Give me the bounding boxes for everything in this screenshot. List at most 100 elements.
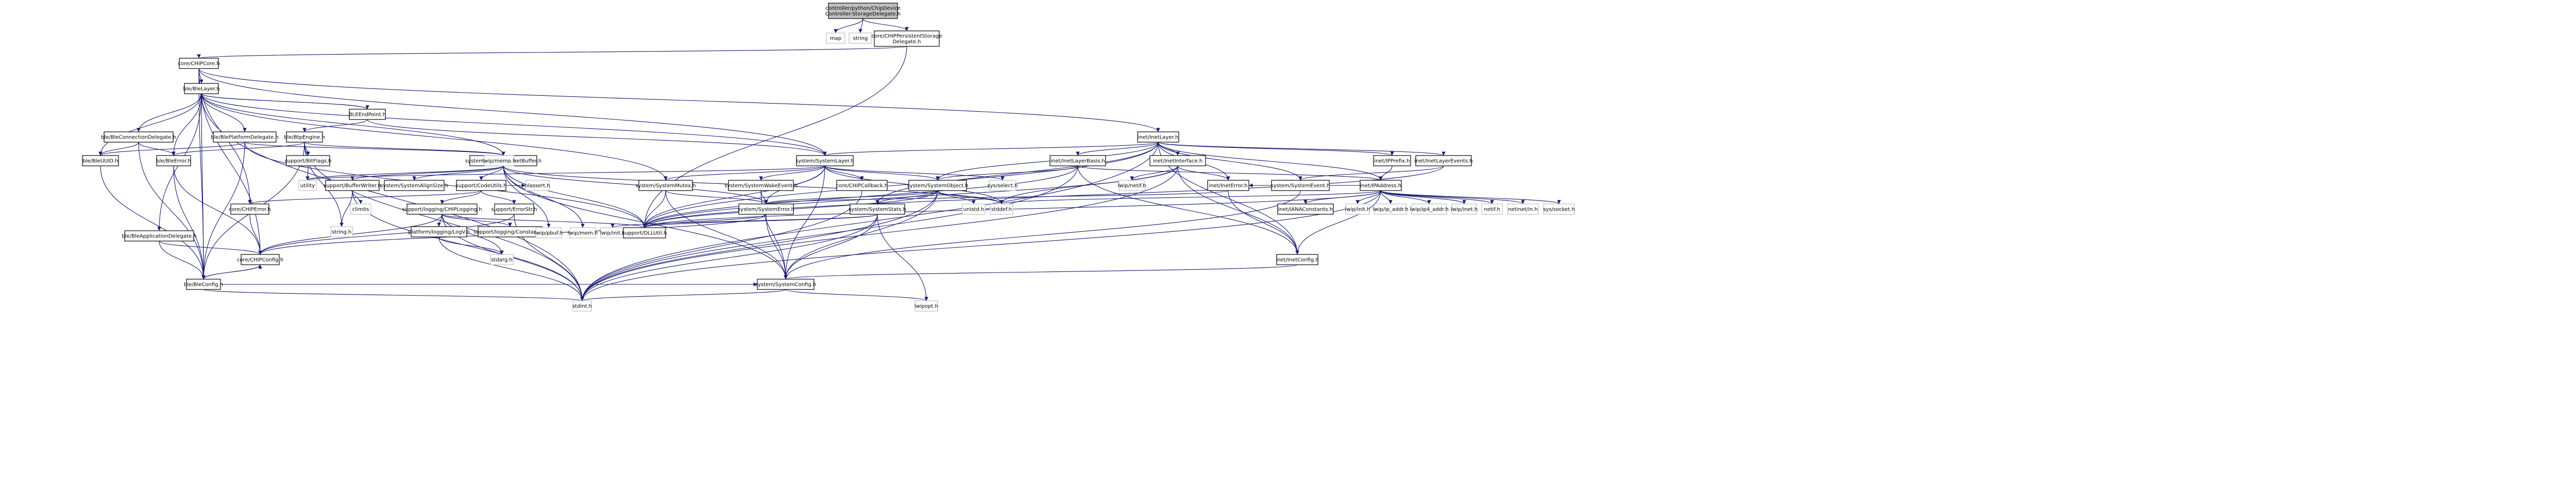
include-edge [201,93,505,156]
node-sysobject[interactable]: system/SystemObject.h [907,180,969,191]
node-syslayer[interactable]: system/SystemLayer.h [795,155,854,166]
node-label: ble/BlePlatformDelegate.h [211,135,278,141]
node-label: lwip/memp.h [483,159,516,164]
node-inetevents[interactable]: inet/InetLayerEvents.h [1414,155,1473,166]
node-chiperror[interactable]: core/CHIPError.h [229,203,271,215]
node-label: support/BitFlags.h [284,159,331,164]
node-label: ble/BleConnectionDelegate.h [101,135,176,141]
node-label: system/SystemLayer.h [795,159,854,164]
node-sysconfig[interactable]: system/SystemConfig.h [755,279,816,290]
include-edge [642,165,1178,228]
node-label: netinet/in.h [1508,207,1538,213]
node-box [1276,254,1318,265]
node-ipprefix[interactable]: inet/IPPrefix.h [1373,155,1411,166]
node-errorstr[interactable]: support/ErrorStr.h [491,203,537,215]
node-box [990,203,1013,215]
node-root[interactable]: controller/python/ChipDeviceController-S… [825,3,901,19]
node-lwipmemp: lwip/memp.h [483,155,516,166]
node-chipcore[interactable]: core/CHIPCore.h [178,58,220,69]
node-dllutil[interactable]: support/DLLUtil.h [622,227,667,238]
node-label: ble/BleError.h [156,159,191,164]
node-label: utility [300,183,315,189]
node-label: netif.h [1484,207,1500,213]
include-edge [1380,190,1561,204]
node-bleerror[interactable]: ble/BleError.h [156,155,191,166]
node-box [1360,180,1402,191]
node-inetlayerbasis[interactable]: inet/InetLayerBasis.h [1049,155,1106,166]
node-sysstats[interactable]: system/SystemStats.h [849,203,906,215]
include-edge [203,289,584,301]
node-chipconfig[interactable]: core/CHIPConfig.h [237,254,283,265]
include-edge [580,289,786,301]
node-label: inet/IANAConstants.h [1278,207,1333,213]
include-edge [1177,165,1230,181]
node-box [738,203,794,215]
node-alignsize[interactable]: system/SystemAlignSize.h [380,180,448,191]
include-edge [1380,190,1494,204]
node-inetconfig[interactable]: inet/InetConfig.h [1276,254,1319,265]
include-edge [244,142,647,228]
node-chipcallback[interactable]: core/CHIPCallback.h [836,180,888,191]
node-label: core/CHIPConfig.h [237,258,283,263]
node-btpengine[interactable]: ble/BtpEngine.h [284,131,325,143]
node-codeutils[interactable]: support/CodeUtils.h [456,180,507,191]
node-ipaddress[interactable]: inet/IPAddress.h [1360,180,1402,191]
node-blelayer[interactable]: ble/BleLayer.h [183,83,220,94]
node-bleconn[interactable]: ble/BleConnectionDelegate.h [101,131,176,143]
node-label: lwip/mem.h [568,231,598,236]
include-edge [503,165,788,280]
node-label: inet/InetLayerBasis.h [1050,159,1105,164]
node-label: support/BufferWriter.h [324,183,381,189]
include-edge [479,165,504,181]
node-inetinterface[interactable]: inet/InetInterface.h [1149,155,1206,166]
include-edge [580,214,878,301]
include-edge [350,165,504,181]
include-edge [258,214,515,255]
node-label: core/CHIPCallback.h [836,183,888,189]
node-ianaconst[interactable]: inet/IANAConstants.h [1277,203,1334,215]
node-box [1481,203,1503,215]
node-chiplogging[interactable]: support/logging/CHIPLogging.h [402,203,482,215]
node-box [757,279,815,290]
node-bufwriter[interactable]: support/BufferWriter.h [324,180,381,191]
include-edge [1379,165,1393,181]
node-lwipopt: lwipopt.h [914,300,938,312]
include-edge [442,214,504,255]
include-edge [1130,165,1178,181]
node-label: inet/IPAddress.h [1360,183,1401,189]
node-unistd: unistd.h [962,203,986,215]
node-label: inet/InetConfig.h [1276,258,1319,263]
node-bitflags[interactable]: support/BitFlags.h [284,155,332,166]
include-edge [198,68,827,156]
node-bleplat[interactable]: ble/BlePlatformDelegate.h [211,131,279,143]
include-edge [823,142,1159,156]
node-bleconfig[interactable]: ble/BleConfig.h [184,279,223,290]
node-bleapp[interactable]: ble/BleApplicationDelegate.h [122,230,197,242]
node-sysevent[interactable]: system/SystemEvent.h [1271,180,1330,191]
node-box [186,279,221,290]
node-box [908,180,967,191]
node-syswake[interactable]: system/SystemWakeEvent.h [724,180,798,191]
node-label: system/SystemMutex.h [635,183,696,189]
node-sysmutex[interactable]: system/SystemMutex.h [635,180,696,191]
include-edge [442,214,512,227]
node-box [298,180,317,191]
node-box [1543,203,1575,215]
node-bleuuid[interactable]: ble/BleUUID.h [82,155,119,166]
include-edge [580,165,1178,301]
include-edge [412,165,504,181]
include-edge [173,165,262,255]
node-ineterror[interactable]: inet/InetError.h [1207,180,1249,191]
include-edge [442,214,647,228]
node-label: sys/socket.h [1543,207,1575,213]
node-platlogging[interactable]: platform/logging/LogV.h [408,226,470,237]
node-box [1207,180,1249,191]
node-inetlayer[interactable]: inet/InetLayer.h [1137,131,1179,143]
include-edge [503,165,585,228]
node-box [330,226,353,237]
node-syserror[interactable]: system/SystemError.h [738,203,794,215]
node-lwipipaddr: lwip/ip_addr.h [1372,203,1409,215]
include-edge [503,165,551,228]
node-bleendpoint[interactable]: BLEEndPoint.h [349,109,386,120]
